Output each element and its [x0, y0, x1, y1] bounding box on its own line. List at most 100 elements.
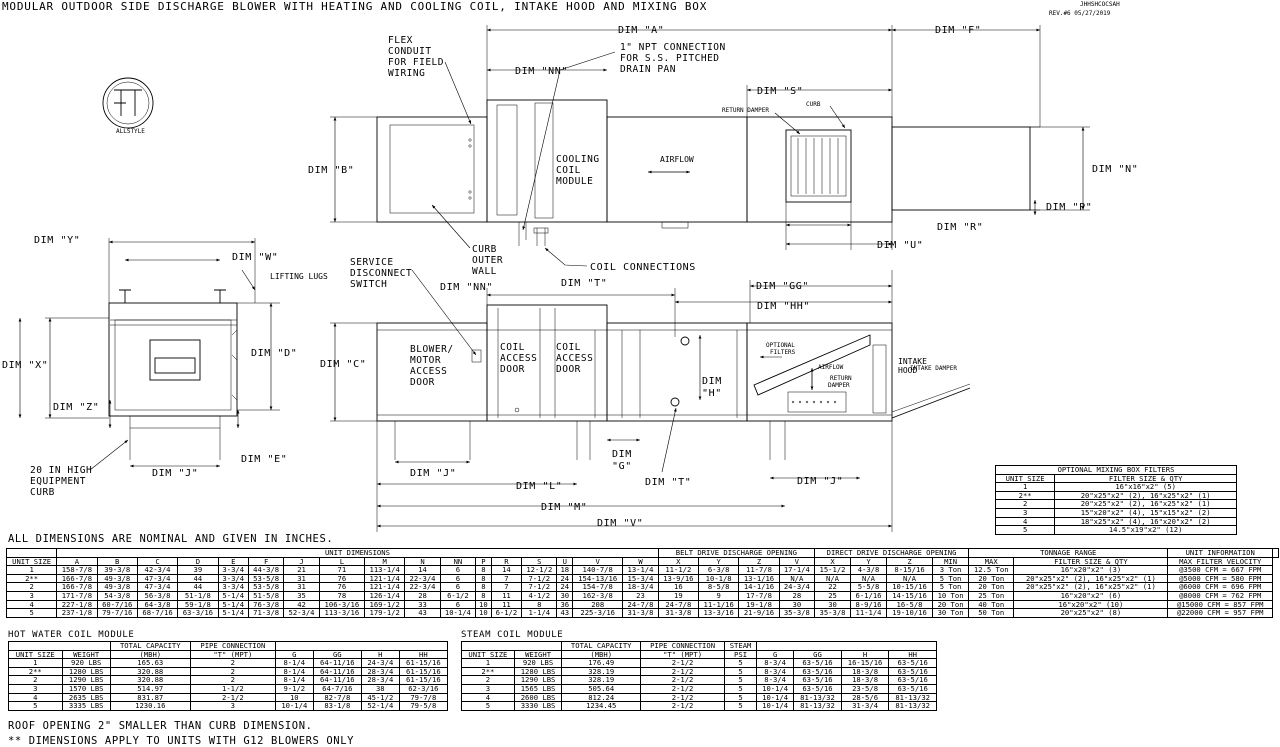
dim-f-label: DIM "F"	[935, 25, 981, 36]
table-cell: 78	[318, 590, 366, 601]
table-cell: 11-7/8	[738, 565, 780, 575]
npt-connection-note: 1" NPT CONNECTION FOR S.S. PITCHED DRAIN…	[522, 42, 725, 231]
svg-text:OUTER: OUTER	[472, 255, 503, 266]
table-cell: 514.97	[109, 683, 191, 694]
table-cell: 16"x20"x2" (6)	[1013, 590, 1169, 601]
drawing-number: JHHSHCOCSAH	[1080, 1, 1120, 8]
dim-nn-top-label: DIM "NN"	[515, 66, 568, 77]
table-cell: 30 Ton	[932, 608, 970, 618]
steam-table-title: STEAM COIL MODULE	[461, 630, 564, 640]
table-cell: 162-3/8	[572, 590, 624, 601]
table-cell: 10-1/4	[756, 683, 795, 694]
table-cell: 5	[8, 701, 63, 711]
table-cell: 35	[283, 590, 320, 601]
table-cell: 28	[404, 590, 441, 601]
airflow-label: AIRFLOW	[660, 155, 694, 164]
table-cell: 5-1/4	[217, 590, 249, 601]
dim-c-label: DIM "C"	[320, 359, 366, 370]
table-cell: 6-3/8	[697, 565, 740, 575]
table-cell: 176.49	[561, 658, 642, 668]
dim-b-label: DIM "B"	[308, 165, 354, 176]
blower-access-door-label: BLOWER/ MOTOR ACCESS DOOR	[410, 344, 453, 388]
table-cell: 1	[5, 565, 58, 575]
table-cell: @8000 CFM = 762 FPM	[1167, 590, 1274, 601]
table-cell: 10 Ton	[932, 590, 970, 601]
table-cell: 21	[283, 565, 320, 575]
table-cell: 8-1/4	[274, 658, 314, 668]
table-cell: 1234.45	[561, 701, 642, 711]
revision: REV.#6 05/27/2019	[1049, 10, 1111, 17]
table-cell: 3	[5, 590, 58, 601]
table-cell: 64-7/16	[312, 683, 362, 694]
dim-e-label: DIM "E"	[241, 454, 287, 465]
table-cell: 23	[622, 590, 659, 601]
dim-t-bottom-label: DIM "T"	[645, 477, 691, 488]
table-cell: 14	[404, 565, 441, 575]
coil-access-door-2-label: COIL ACCESS DOOR	[556, 342, 593, 375]
table-cell: 63-5/16	[888, 658, 937, 668]
table-cell: 25 Ton	[968, 590, 1015, 601]
dim-nn-side-label: DIM "NN"	[440, 282, 493, 293]
table-cell: 2-1/2	[640, 701, 726, 711]
table-cell: 505.64	[561, 683, 642, 694]
group-header	[460, 641, 563, 651]
table-cell: 71-3/8	[247, 608, 285, 618]
dim-x-label: DIM "X"	[2, 360, 48, 371]
svg-text:SWITCH: SWITCH	[350, 279, 387, 290]
table-cell: 79-7/16	[96, 608, 138, 618]
table-cell: 39	[177, 565, 219, 575]
svg-text:COIL: COIL	[556, 165, 581, 176]
curb-label: CURB	[806, 101, 821, 108]
table-cell: 3	[994, 507, 1056, 518]
svg-text:DIM: DIM	[612, 449, 632, 460]
side-view	[376, 304, 971, 460]
group-header	[5, 548, 58, 558]
table-cell: 79-5/8	[398, 701, 449, 711]
table-cell: 10-1/4	[274, 701, 314, 711]
airflow-side-label: AIRFLOW	[818, 364, 844, 371]
mixing-box-filters-table: OPTIONAL MIXING BOX FILTERS UNIT SIZE FI…	[994, 465, 1237, 535]
dim-j-side-1-label: DIM "J"	[410, 468, 456, 479]
table-cell: 31-3/4	[840, 701, 890, 711]
top-view	[376, 99, 1040, 246]
table-cell: 21-9/16	[738, 608, 780, 618]
svg-text:ACCESS: ACCESS	[556, 353, 593, 364]
group-header	[1272, 548, 1279, 558]
dim-w-label: DIM "W"	[232, 252, 278, 263]
table-cell: 52-1/4	[360, 701, 400, 711]
svg-text:DOOR: DOOR	[410, 377, 435, 388]
dim-n-label: DIM "N"	[1092, 164, 1138, 175]
svg-text:FOR FIELD: FOR FIELD	[388, 57, 444, 68]
svg-text:DAMPER: DAMPER	[828, 382, 850, 389]
flex-conduit-note: FLEX CONDUIT FOR FIELD WIRING	[388, 35, 472, 125]
group-header: STEAM	[724, 641, 758, 651]
table-cell: 31-3/8	[622, 608, 659, 618]
front-view	[108, 289, 238, 460]
table-cell: 61-15/16	[398, 658, 449, 668]
table-cell: 6-1/2	[439, 590, 477, 601]
table-cell: 35-3/8	[778, 608, 816, 618]
table-cell: 8	[475, 590, 492, 601]
table-cell: 14-15/16	[885, 590, 934, 601]
table-cell: 17-7/8	[738, 590, 780, 601]
table-cell: 63-5/16	[793, 683, 842, 694]
svg-text:EQUIPMENT: EQUIPMENT	[30, 476, 86, 487]
table-cell: 18	[556, 565, 574, 575]
table-cell: 83-1/8	[312, 701, 362, 711]
table-cell: 1565 LBS	[513, 683, 563, 694]
table-cell: 43	[556, 608, 574, 618]
table-cell: 2-1/2	[640, 683, 726, 694]
table-cell: 4-1/2	[521, 590, 558, 601]
table-cell: 23-5/8	[840, 683, 890, 694]
table-cell: 11	[490, 590, 523, 601]
